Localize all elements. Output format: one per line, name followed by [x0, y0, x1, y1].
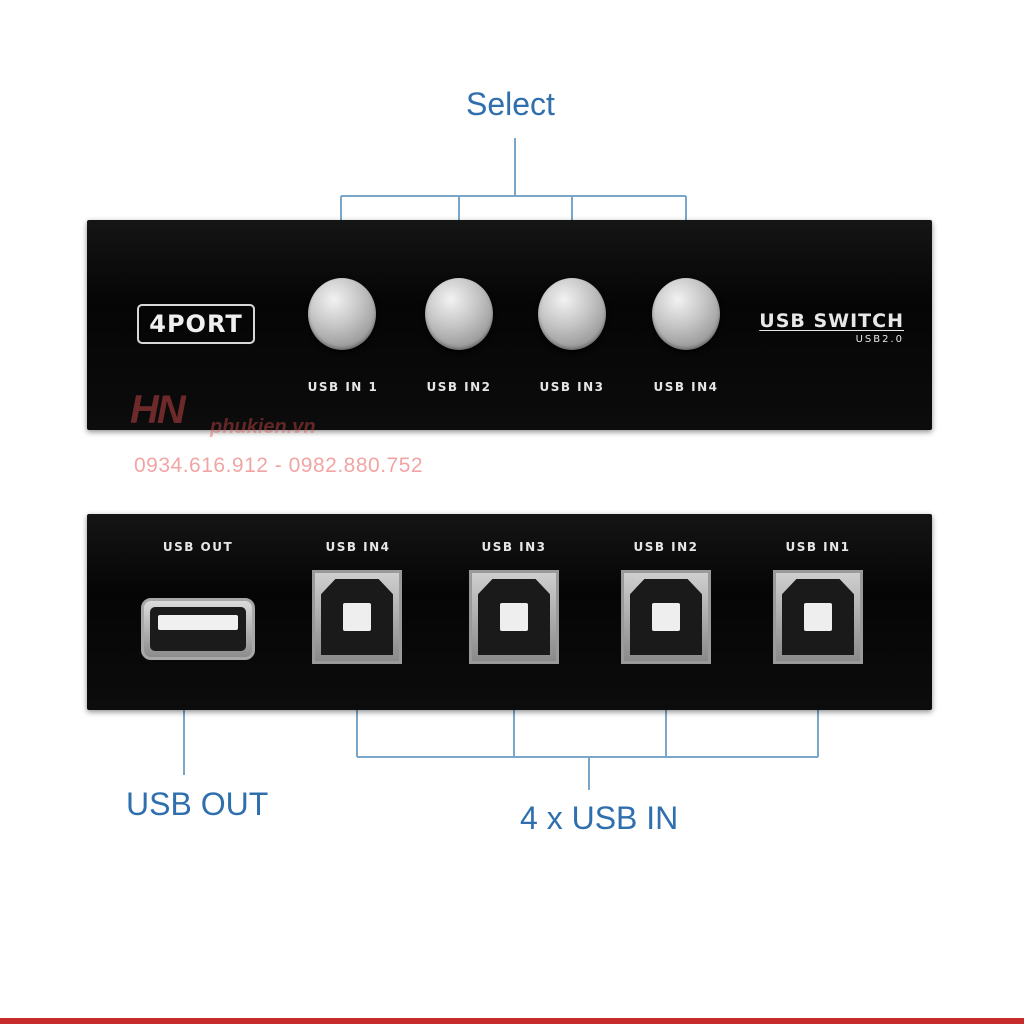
usb-in-3-port[interactable]	[469, 570, 559, 664]
select-button-4[interactable]	[652, 278, 720, 350]
select-button-2-label: USB IN2	[426, 380, 492, 394]
brand-title: USB SWITCH	[759, 310, 904, 332]
watermark-logo: HN	[130, 388, 186, 432]
usb-in-3-label: USB IN3	[481, 540, 547, 554]
brand-label: USB SWITCH USB2.0	[759, 310, 904, 345]
select-button-2[interactable]	[425, 278, 493, 350]
usb-in-2-label: USB IN2	[633, 540, 699, 554]
bottom-border	[0, 1018, 1024, 1024]
usb-out-port[interactable]	[141, 598, 255, 660]
brand-subtitle: USB2.0	[855, 334, 904, 345]
usb-b-socket	[630, 579, 702, 655]
usb-b-socket	[478, 579, 550, 655]
select-callout: Select	[466, 86, 555, 122]
usb-in-4-port[interactable]	[312, 570, 402, 664]
usb-out-callout: USB OUT	[126, 786, 269, 822]
usb-b-tongue	[803, 603, 833, 631]
select-button-3[interactable]	[538, 278, 606, 350]
usb-a-tongue	[157, 614, 239, 630]
select-button-1-label: USB IN 1	[307, 380, 379, 394]
usb-in-1-label: USB IN1	[785, 540, 851, 554]
usb-b-tongue	[499, 603, 529, 631]
watermark-site: phukien.vn	[210, 416, 316, 438]
usb-out-port-label: USB OUT	[162, 540, 234, 554]
select-button-1[interactable]	[308, 278, 376, 350]
select-button-3-label: USB IN3	[539, 380, 605, 394]
switch-back-panel: USB OUT USB IN4 USB IN3 USB IN2 USB IN1	[87, 514, 932, 710]
usb-in-4-label: USB IN4	[325, 540, 391, 554]
usb-in-2-port[interactable]	[621, 570, 711, 664]
usb-b-tongue	[651, 603, 681, 631]
switch-front-panel: 4PORT USB IN 1 USB IN2 USB IN3 USB IN4 U…	[87, 220, 932, 430]
usb-in-callout: 4 x USB IN	[520, 800, 679, 836]
select-button-4-label: USB IN4	[653, 380, 719, 394]
usb-b-tongue	[342, 603, 372, 631]
watermark-phones: 0934.616.912 - 0982.880.752	[134, 454, 424, 477]
usb-in-1-port[interactable]	[773, 570, 863, 664]
port-count-badge: 4PORT	[137, 304, 255, 344]
usb-b-socket	[321, 579, 393, 655]
usb-b-socket	[782, 579, 854, 655]
usb-a-socket	[150, 607, 246, 651]
